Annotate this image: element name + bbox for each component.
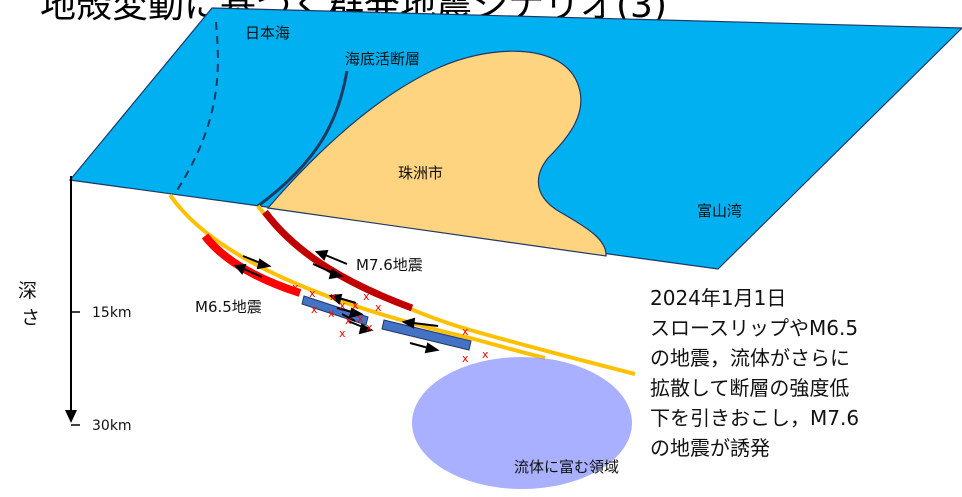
tick-label-15km: 15km [92,305,132,321]
aftershock-marker: x [339,299,346,312]
aftershock-marker: x [357,312,364,325]
label-fluid-zone: 流体に富む領域 [514,458,619,476]
aftershock-markers: x x x x x x x x x x x x x x x x [292,281,489,365]
fluid-rich-region [412,357,632,489]
aftershock-marker: x [462,325,469,338]
label-toyama-bay: 富山湾 [697,202,742,220]
aftershock-marker: x [309,287,316,300]
depth-axis-arrowhead [65,410,77,423]
land-suzu [266,50,607,257]
scenario-notes: 2024年1月1日 スロースリップやM6.5 の地震，流体がさらに 拡散して断層… [650,283,950,463]
tick-label-30km: 30km [92,418,132,434]
label-seafloor-fault: 海底活断層 [345,50,420,68]
m76-rupture [262,209,414,312]
depth-axis [65,176,80,426]
aftershock-marker: x [462,352,469,365]
aftershock-marker: x [363,290,370,303]
label-m76: M7.6地震 [356,256,423,274]
aftershock-marker: x [330,290,337,303]
aftershock-marker: x [375,301,382,314]
aftershock-marker: x [352,299,359,312]
aftershock-marker: x [366,321,373,334]
aftershock-marker: x [345,314,352,327]
aftershock-marker: x [311,303,318,316]
notes-line: 拡散して断層の強度低 [650,376,850,400]
aftershock-marker: x [292,281,299,294]
notes-line: 2024年1月1日 [650,286,787,310]
label-suzu-city: 珠洲市 [398,164,443,182]
notes-line: の地震，流体がさらに [650,346,850,370]
label-m65: M6.5地震 [195,298,262,316]
aftershock-marker: x [339,327,346,340]
axis-label-depth-2: さ [21,307,40,329]
fault-plane-left [168,193,546,360]
seafloor-fault-line [257,70,349,208]
notes-line: 下を引きおこし，M7.6 [650,406,860,430]
slip-arrows [234,249,440,354]
dashed-fault-line [175,21,219,193]
notes-line: の地震が誘発 [650,436,770,460]
aftershock-marker: x [328,307,335,320]
aftershock-marker: x [482,348,489,361]
axis-label-depth-1: 深 [18,280,37,302]
slow-slip-bar-2 [381,319,472,351]
notes-line: スロースリップやM6.5 [650,316,859,340]
label-sea-of-japan: 日本海 [245,24,290,42]
